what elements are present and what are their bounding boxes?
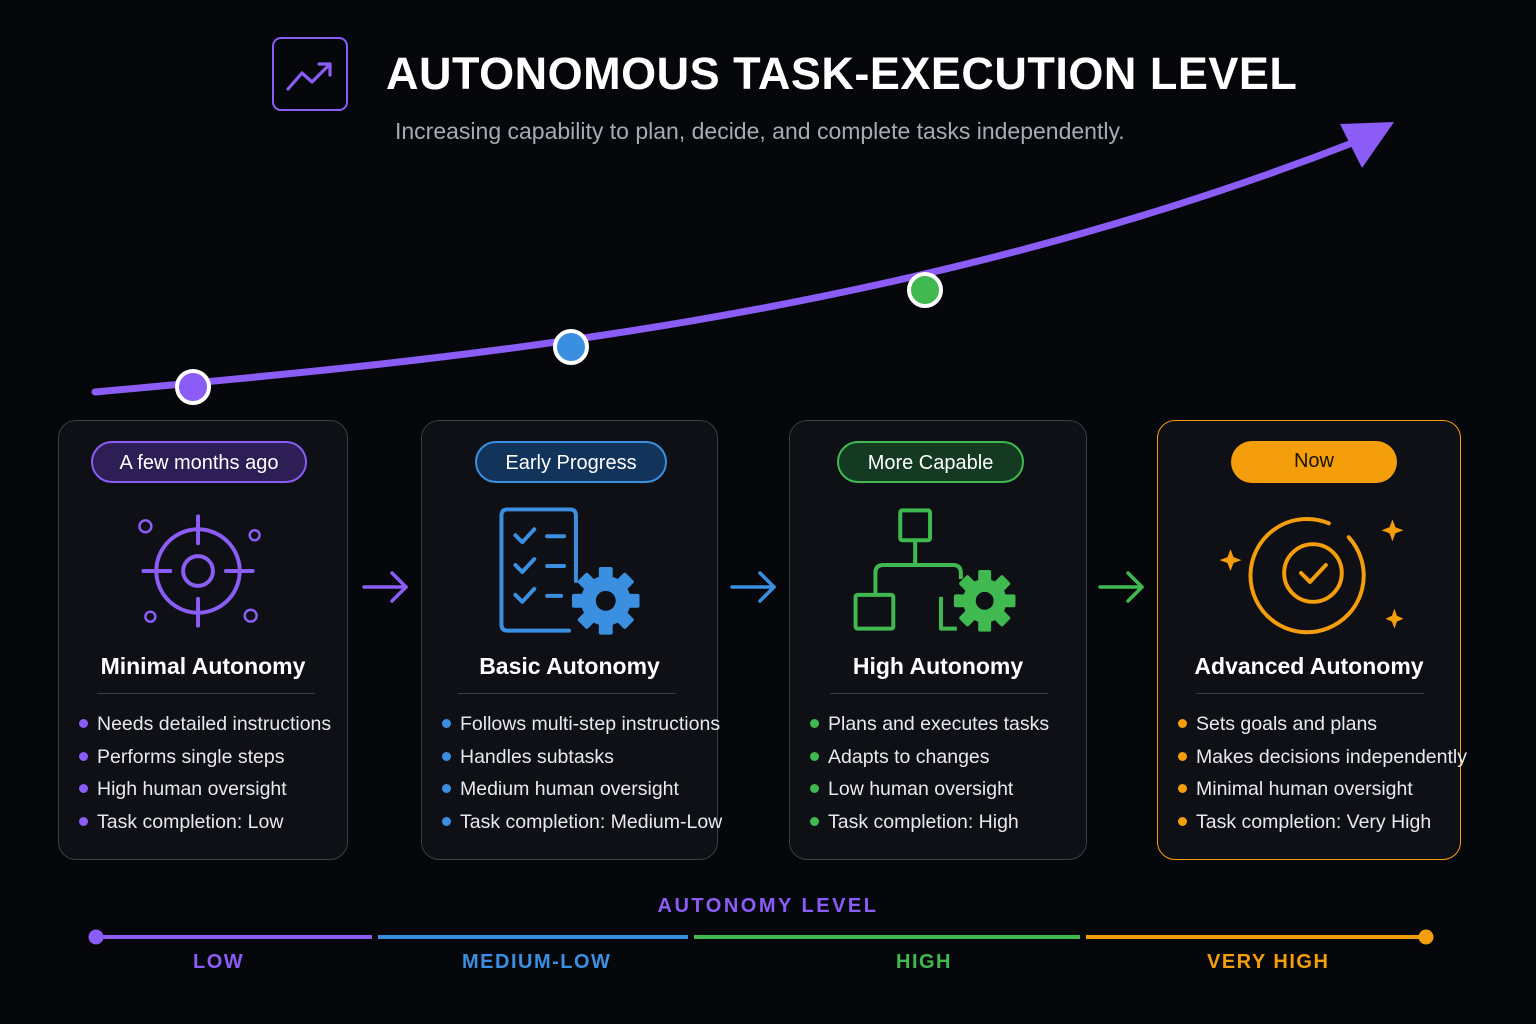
stage-title: Basic Autonomy bbox=[479, 653, 660, 679]
card-divider bbox=[458, 693, 676, 694]
check-circle-sparkle-icon bbox=[1219, 517, 1404, 635]
scale-start-dot bbox=[88, 929, 104, 945]
list-item: Medium human oversight bbox=[442, 774, 722, 807]
list-item: Adapts to changes bbox=[810, 742, 1049, 775]
card-divider bbox=[830, 693, 1048, 694]
list-item: Makes decisions independently bbox=[1178, 742, 1467, 775]
card-divider bbox=[97, 693, 315, 694]
checklist-gear-icon bbox=[499, 507, 640, 635]
list-item: Handles subtasks bbox=[442, 742, 722, 775]
stage-badge: A few months ago bbox=[91, 441, 307, 483]
milestone-dot-2 bbox=[553, 329, 589, 365]
arrow-right-icon bbox=[730, 571, 776, 603]
stage-bullet-list: Plans and executes tasks Adapts to chang… bbox=[810, 709, 1049, 839]
scale-end-dot bbox=[1418, 929, 1434, 945]
stage-bullet-list: Needs detailed instructions Performs sin… bbox=[79, 709, 331, 839]
level-tick-low: LOW bbox=[193, 951, 245, 973]
list-item: Needs detailed instructions bbox=[79, 709, 331, 742]
stage-bullet-list: Sets goals and plans Makes decisions ind… bbox=[1178, 709, 1467, 839]
level-tick-very-high: VERY HIGH bbox=[1207, 951, 1330, 973]
stage-title: High Autonomy bbox=[852, 653, 1024, 679]
stage-bullet-list: Follows multi-step instructions Handles … bbox=[442, 709, 722, 839]
milestone-dot-1 bbox=[175, 369, 211, 405]
list-item: Task completion: Low bbox=[79, 807, 331, 840]
stage-card-advanced: Now Advanced Autonomy Sets goals and pla… bbox=[1157, 420, 1467, 860]
stage-card-basic: Early Progress bbox=[421, 420, 722, 860]
list-item: Task completion: High bbox=[810, 807, 1049, 840]
page-title: AUTONOMOUS TASK-EXECUTION LEVEL bbox=[386, 48, 1298, 99]
list-item: Task completion: Medium-Low bbox=[442, 807, 722, 840]
stage-title: Advanced Autonomy bbox=[1194, 653, 1424, 679]
arrow-right-icon bbox=[1098, 571, 1144, 603]
curve-arrowhead-icon bbox=[1340, 122, 1394, 168]
stage-card-minimal: A few months ago Minimal Autonomy Needs … bbox=[58, 420, 348, 860]
list-item: Performs single steps bbox=[79, 742, 331, 775]
card-divider bbox=[1196, 693, 1424, 694]
list-item: Task completion: Very High bbox=[1178, 807, 1467, 840]
level-tick-high: HIGH bbox=[896, 951, 952, 973]
progress-curve bbox=[91, 122, 1394, 405]
list-item: Follows multi-step instructions bbox=[442, 709, 722, 742]
stage-badge: Early Progress bbox=[475, 441, 667, 483]
stage-badge: Now bbox=[1231, 441, 1397, 483]
workflow-gear-icon bbox=[853, 508, 1016, 632]
autonomy-level-label: AUTONOMY LEVEL bbox=[657, 895, 879, 917]
list-item: Low human oversight bbox=[810, 774, 1049, 807]
list-item: Sets goals and plans bbox=[1178, 709, 1467, 742]
stage-card-high: More Capable High Auton bbox=[789, 420, 1087, 860]
page-subtitle: Increasing capability to plan, decide, a… bbox=[395, 118, 1125, 144]
autonomy-level-scale bbox=[88, 929, 1434, 945]
milestone-dot-3 bbox=[907, 272, 943, 308]
trending-up-icon bbox=[272, 37, 348, 111]
list-item: High human oversight bbox=[79, 774, 331, 807]
level-tick-medium-low: MEDIUM-LOW bbox=[462, 951, 612, 973]
list-item: Plans and executes tasks bbox=[810, 709, 1049, 742]
arrow-right-icon bbox=[362, 571, 408, 603]
stage-title: Minimal Autonomy bbox=[100, 653, 306, 679]
target-crosshair-icon bbox=[138, 514, 261, 628]
list-item: Minimal human oversight bbox=[1178, 774, 1467, 807]
stage-badge: More Capable bbox=[837, 441, 1024, 483]
